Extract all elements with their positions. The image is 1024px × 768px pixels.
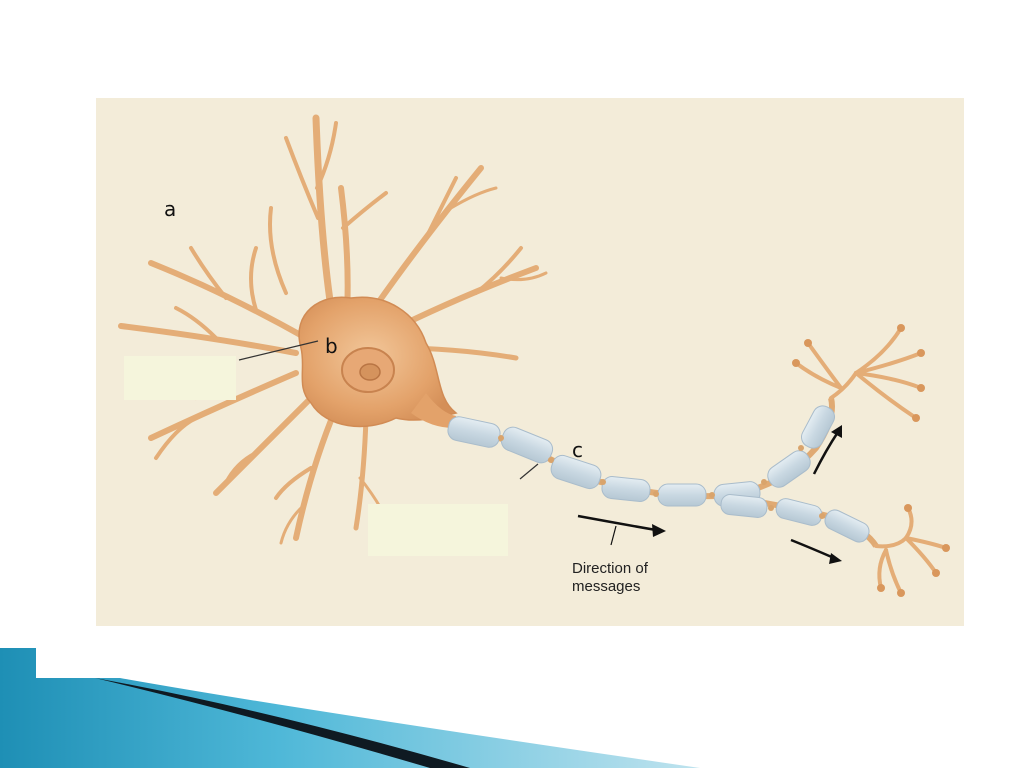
terminal-buttons-lower (877, 504, 950, 597)
footer-blue-swoosh (0, 648, 700, 768)
arrow-lower (790, 538, 835, 560)
direction-caption: Direction of messages (572, 560, 648, 596)
label-a: a (164, 197, 177, 221)
direction-arrows (577, 431, 840, 560)
arrow-main (577, 514, 657, 532)
nucleolus (359, 363, 381, 381)
caption-pointer (610, 525, 617, 546)
neuron-diagram (96, 98, 964, 626)
arrow-upper (812, 431, 840, 475)
myelin-sheath (447, 405, 870, 543)
label-c: c (572, 438, 583, 462)
label-box-bottom (368, 504, 508, 556)
caption-line-1: Direction of (572, 560, 648, 577)
leader-line-c (519, 463, 539, 480)
axon-terminals-upper (794, 326, 923, 420)
caption-line-2: messages (572, 578, 641, 595)
terminal-buttons-upper (792, 324, 925, 422)
label-b: b (325, 334, 338, 358)
arrowheads (652, 425, 842, 564)
label-box-left (124, 356, 236, 400)
axon-hillock (411, 393, 456, 428)
neuron-illustration (96, 98, 964, 626)
leader-line-b (238, 340, 319, 361)
footer-dark-swoosh (95, 678, 470, 768)
nodes-of-ranvier (498, 435, 825, 519)
footer-decoration (0, 648, 700, 768)
